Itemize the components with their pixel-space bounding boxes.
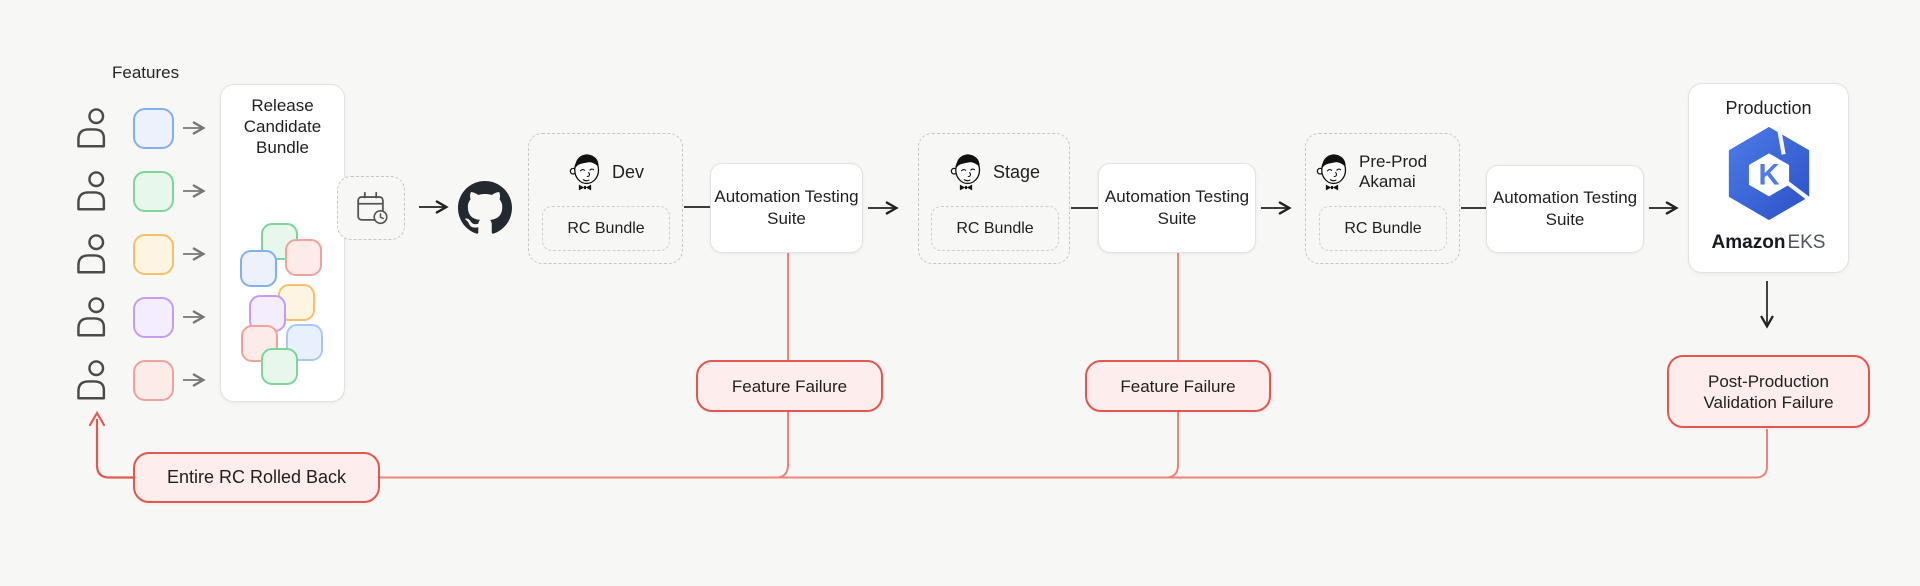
person-icon	[76, 169, 108, 213]
person-icon	[76, 295, 108, 339]
features-label: Features	[112, 63, 180, 82]
stage-label: Pre-Prod Akamai	[1359, 152, 1428, 191]
github-icon	[458, 181, 512, 235]
rc-bundle-chip: RC Bundle	[931, 206, 1059, 251]
calendar-clock-icon	[352, 189, 390, 227]
jenkins-icon	[1314, 150, 1350, 194]
release-schedule-box	[337, 176, 405, 240]
feature-failure-label: Feature Failure	[731, 376, 848, 396]
bundle-square	[261, 348, 298, 385]
stage-header: Stage	[919, 142, 1069, 202]
stage-label: Stage	[992, 161, 1041, 182]
feature-square	[133, 108, 174, 149]
feature-failure-label: Feature Failure	[1120, 376, 1236, 396]
pipeline-arrows	[419, 207, 1767, 325]
post-production-validation-failure-box: Post-Production Validation Failure	[1667, 355, 1870, 428]
bundle-square	[240, 250, 277, 287]
jenkins-icon	[567, 150, 603, 194]
feature-arrows	[183, 128, 202, 380]
feature-failure-box-1: Feature Failure	[696, 360, 883, 412]
person-icon	[76, 106, 108, 150]
automation-testing-suite-3: Automation Testing Suite	[1486, 165, 1644, 253]
feature-square	[133, 171, 174, 212]
automation-testing-suite-1: Automation Testing Suite	[710, 163, 863, 253]
stage-box-preprod-akamai: Pre-Prod Akamai RC Bundle	[1305, 133, 1460, 264]
amazon-brand-text: Amazon	[1711, 232, 1786, 253]
release-candidate-title: Release Candidate Bundle	[243, 96, 322, 157]
feature-square	[133, 360, 174, 401]
feature-square	[133, 234, 174, 275]
person-icon	[76, 358, 108, 402]
failure-connectors	[88, 253, 1768, 479]
rollback-label: Entire RC Rolled Back	[166, 467, 347, 487]
entire-rc-rolled-back-box: Entire RC Rolled Back	[133, 452, 380, 503]
production-title: Production	[1725, 98, 1812, 118]
stage-header: Dev	[529, 142, 682, 202]
post-production-failure-label: Post-Production Validation Failure	[1703, 371, 1834, 412]
rollback-arrowhead	[88, 410, 106, 427]
feature-square	[133, 297, 174, 338]
stage-label: Dev	[611, 161, 644, 182]
rc-bundle-label: RC Bundle	[1344, 219, 1422, 237]
jenkins-icon	[948, 150, 984, 194]
automation-testing-suite-label: Automation Testing Suite	[1104, 187, 1250, 228]
stage-header: Pre-Prod Akamai	[1306, 142, 1459, 202]
amazon-eks-icon	[1727, 126, 1811, 221]
rc-bundle-chip: RC Bundle	[1319, 206, 1447, 251]
person-icon	[76, 232, 108, 276]
rc-bundle-label: RC Bundle	[567, 219, 645, 237]
bundle-square	[286, 324, 323, 361]
stage-box-dev: Dev RC Bundle	[528, 133, 683, 264]
automation-testing-suite-2: Automation Testing Suite	[1098, 163, 1256, 253]
stage-box-stage: Stage RC Bundle	[918, 133, 1070, 264]
rc-bundle-chip: RC Bundle	[542, 206, 670, 251]
release-candidate-bundle-box: Release Candidate Bundle	[220, 84, 345, 402]
feature-failure-box-2: Feature Failure	[1085, 360, 1271, 412]
rc-bundle-label: RC Bundle	[956, 219, 1034, 237]
bundle-square	[285, 239, 322, 276]
eks-product-text: EKS	[1787, 232, 1826, 253]
automation-testing-suite-label: Automation Testing Suite	[714, 187, 859, 228]
automation-testing-suite-label: Automation Testing Suite	[1492, 188, 1638, 229]
